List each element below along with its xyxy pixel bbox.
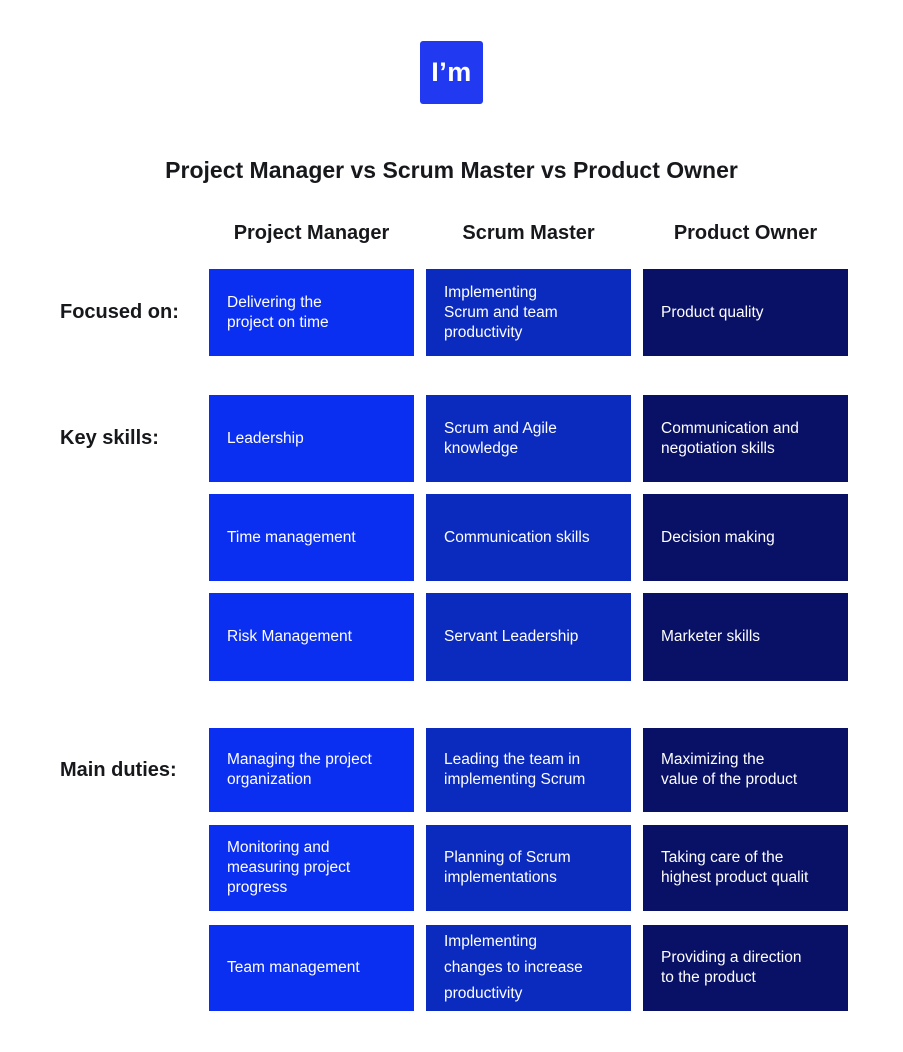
- cell-focused-on-project-manager: Delivering the project on time: [209, 269, 414, 356]
- row-label-empty: [0, 593, 209, 681]
- column-header-product-owner: Product Owner: [673, 221, 818, 244]
- table-row: Monitoring and measuring project progres…: [0, 825, 903, 911]
- column-headers: Project Manager Scrum Master Product Own…: [0, 218, 903, 248]
- row-label-empty: [0, 494, 209, 581]
- cell-key-skills-scrum-master-2: Communication skills: [426, 494, 631, 581]
- cell-key-skills-scrum-master-3: Servant Leadership: [426, 593, 631, 681]
- cell-main-duties-product-owner-2: Taking care of the highest product quali…: [643, 825, 848, 911]
- cell-main-duties-scrum-master-1: Leading the team in implementing Scrum: [426, 728, 631, 812]
- cell-key-skills-scrum-master-1: Scrum and Agile knowledge: [426, 395, 631, 482]
- table-row: Key skills: Leadership Scrum and Agile k…: [0, 395, 903, 482]
- column-header-project-manager: Project Manager: [233, 221, 390, 244]
- page-title: Project Manager vs Scrum Master vs Produ…: [165, 157, 738, 184]
- cell-key-skills-project-manager-1: Leadership: [209, 395, 414, 482]
- row-label-key-skills: Key skills:: [60, 427, 159, 449]
- row-label-focused-on: Focused on:: [60, 301, 179, 323]
- cell-key-skills-project-manager-3: Risk Management: [209, 593, 414, 681]
- logo-text: I’m: [431, 57, 472, 87]
- cell-key-skills-product-owner-2: Decision making: [643, 494, 848, 581]
- cell-main-duties-project-manager-1: Managing the project organization: [209, 728, 414, 812]
- cell-main-duties-scrum-master-3: Implementing changes to increase product…: [426, 925, 631, 1011]
- table-row: Time management Communication skills Dec…: [0, 494, 903, 581]
- cell-key-skills-product-owner-1: Communication and negotiation skills: [643, 395, 848, 482]
- cell-main-duties-scrum-master-2: Planning of Scrum implementations: [426, 825, 631, 911]
- cell-main-duties-project-manager-2: Monitoring and measuring project progres…: [209, 825, 414, 911]
- table-row: Main duties: Managing the project organi…: [0, 728, 903, 812]
- table-row: Focused on: Delivering the project on ti…: [0, 269, 903, 356]
- table-row: Team management Implementing changes to …: [0, 925, 903, 1011]
- table-row: Risk Management Servant Leadership Marke…: [0, 593, 903, 681]
- row-label-main-duties: Main duties:: [60, 758, 177, 781]
- cell-main-duties-product-owner-1: Maximizing the value of the product: [643, 728, 848, 812]
- comparison-table: Project Manager Scrum Master Product Own…: [0, 218, 903, 1011]
- cell-key-skills-project-manager-2: Time management: [209, 494, 414, 581]
- column-header-scrum-master: Scrum Master: [462, 221, 595, 244]
- cell-main-duties-product-owner-3: Providing a direction to the product: [643, 925, 848, 1011]
- cell-main-duties-project-manager-3: Team management: [209, 925, 414, 1011]
- logo: I’m: [420, 41, 483, 104]
- cell-key-skills-product-owner-3: Marketer skills: [643, 593, 848, 681]
- row-label-empty: [0, 825, 209, 911]
- cell-focused-on-product-owner: Product quality: [643, 269, 848, 356]
- row-label-empty: [0, 925, 209, 1011]
- cell-focused-on-scrum-master: Implementing Scrum and team productivity: [426, 269, 631, 356]
